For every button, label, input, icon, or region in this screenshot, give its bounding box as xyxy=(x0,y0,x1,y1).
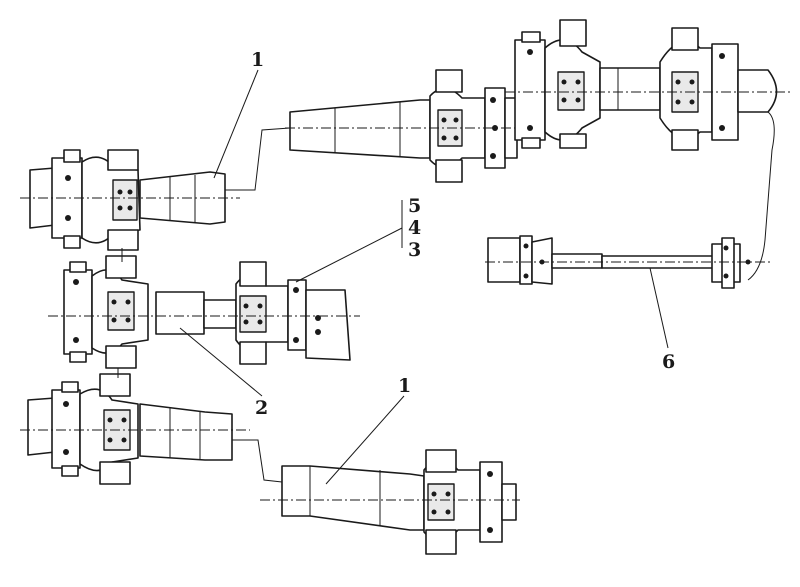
leader-345 xyxy=(295,227,403,283)
cardan-shaft-lower-left xyxy=(20,373,283,485)
leader-2 xyxy=(179,327,263,397)
callout-2: 2 xyxy=(255,397,268,419)
leader-1b xyxy=(325,395,405,485)
cardan-shaft-upper-left xyxy=(20,127,291,251)
cardan-shaft-top xyxy=(285,69,525,183)
cardan-shaft-middle xyxy=(48,255,360,369)
leader-1a xyxy=(213,69,259,179)
cardan-shaft-small-6 xyxy=(485,235,770,289)
leader-lines xyxy=(179,69,669,485)
callout-1-top: 1 xyxy=(251,49,264,71)
callout-6: 6 xyxy=(662,351,675,373)
callout-1-bottom: 1 xyxy=(398,375,411,397)
callout-5: 5 xyxy=(408,195,421,217)
cardan-shaft-bottom xyxy=(260,449,520,555)
cardan-shaft-top-right xyxy=(505,19,790,281)
callout-4: 4 xyxy=(408,217,421,239)
callout-3: 3 xyxy=(408,239,421,261)
leader-6 xyxy=(649,267,669,349)
